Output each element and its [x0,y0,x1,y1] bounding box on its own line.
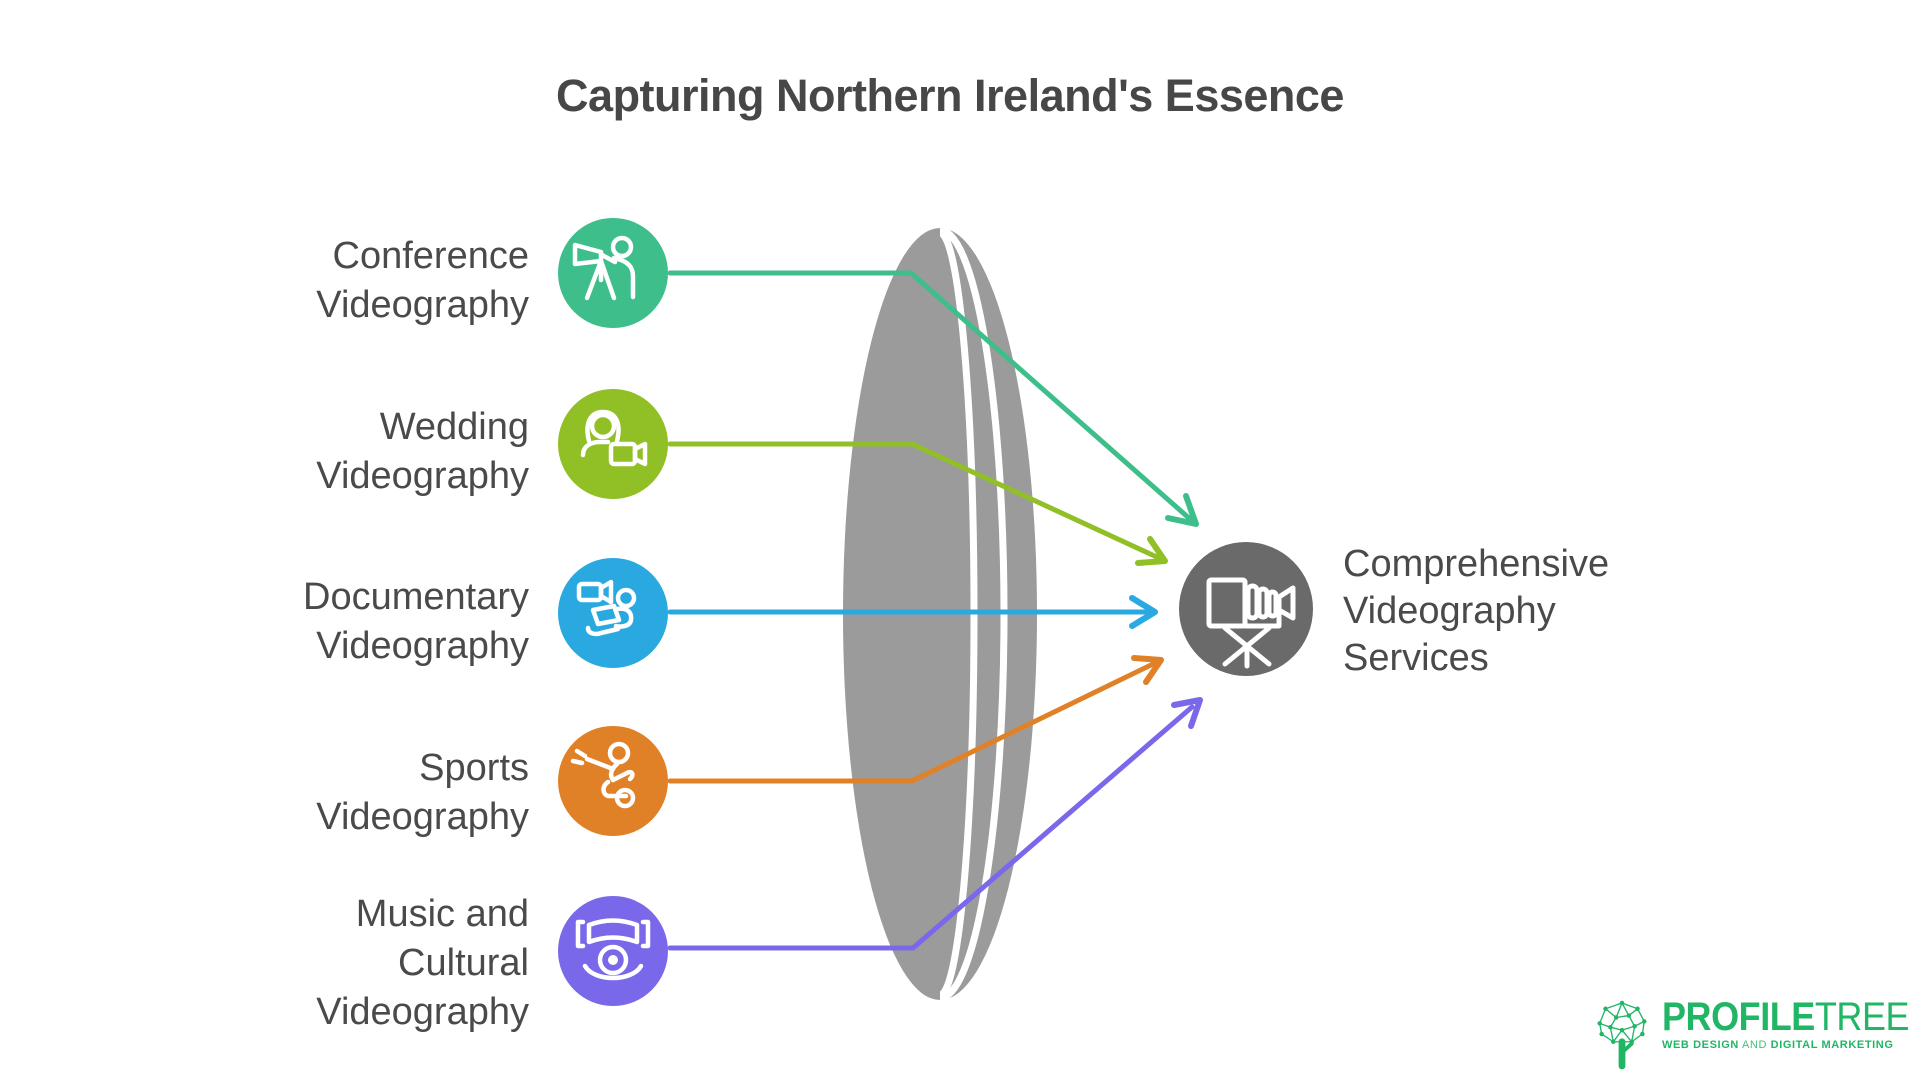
bride-with-video-camera-icon [558,389,668,499]
profiletree-wordmark: PROFILETREE [1662,995,1910,1039]
arrow-wedding [667,441,1168,566]
label-music-cultural-videography: Music and Cultural Videography [316,893,529,1033]
filmmaker-with-laptop-icon [558,558,668,668]
label-documentary-videography: Documentary Videography [303,576,529,667]
profiletree-tree-icon [1597,1000,1647,1070]
label-comprehensive-videography-services: Comprehensive Videography Services [1343,543,1610,679]
athlete-action-icon [558,726,668,836]
label-wedding-videography: Wedding Videography [316,406,529,497]
video-camera-on-tripod-icon [1179,542,1313,676]
profiletree-tagline: WEB DESIGN AND DIGITAL MARKETING [1662,1039,1894,1051]
arrow-documentary [667,595,1158,629]
stage-performance-icon [558,896,668,1006]
label-conference-videography: Conference Videography [316,235,529,326]
profiletree-logo: PROFILETREE WEB DESIGN AND DIGITAL MARKE… [1590,997,1920,1071]
label-sports-videography: Sports Videography [316,747,529,838]
arrow-conference [667,270,1199,527]
arrow-sports [667,655,1164,784]
page-title: Capturing Northern Ireland's Essence [556,70,1344,121]
conference-camera-operator-icon [558,218,668,328]
arrow-music [667,697,1203,951]
